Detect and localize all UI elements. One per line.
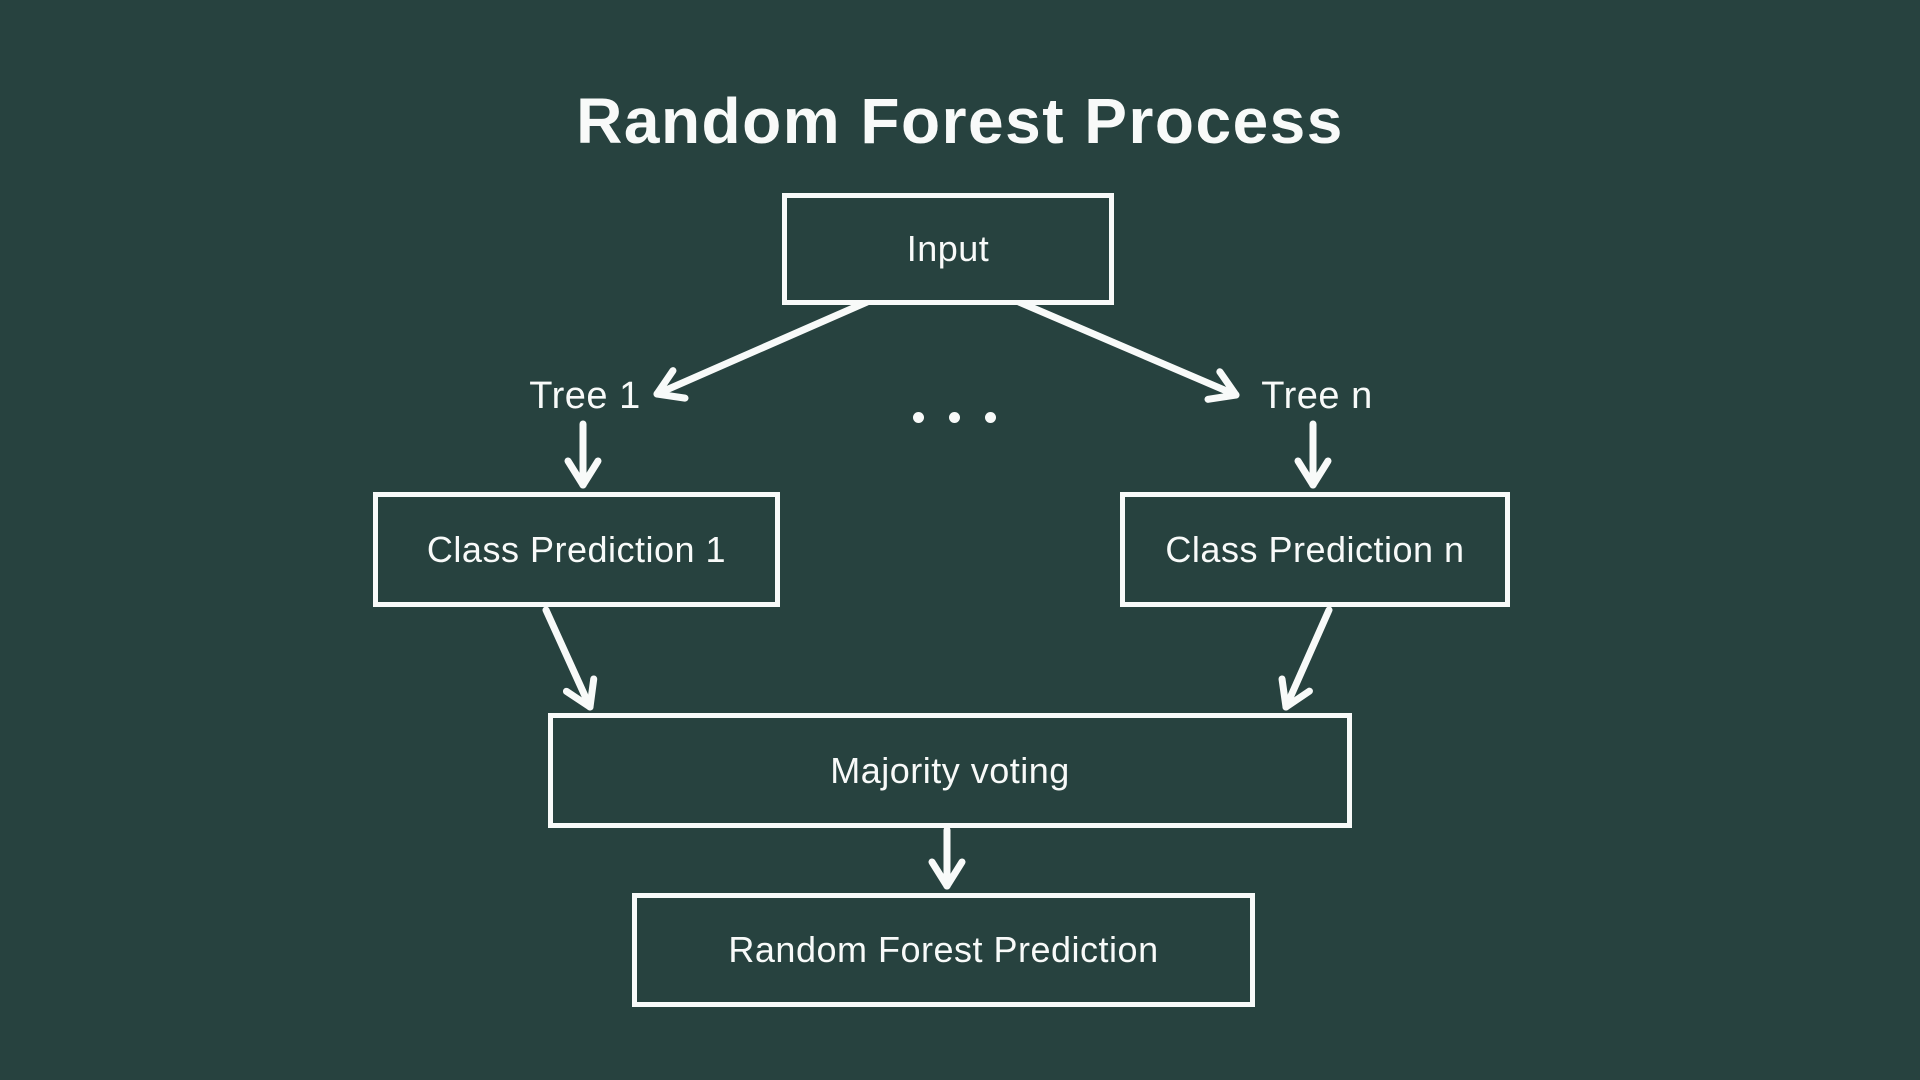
dot-icon bbox=[984, 411, 996, 423]
node-class-prediction-n-label: Class Prediction n bbox=[1165, 528, 1465, 570]
edge-label-tree-n-text: Tree n bbox=[1261, 375, 1373, 417]
node-class-prediction-1-label: Class Prediction 1 bbox=[426, 528, 727, 570]
edge-class-prediction-n-to-majority-voting-arrow bbox=[1278, 606, 1333, 711]
dot-icon bbox=[912, 411, 924, 423]
edge-label-tree-n: Tree n bbox=[1217, 374, 1417, 418]
node-input: Input bbox=[782, 193, 1114, 305]
node-majority-voting-label: Majority voting bbox=[830, 749, 1070, 791]
edge-class-prediction-1-to-majority-voting-arrow bbox=[542, 606, 598, 711]
node-random-forest-prediction-label: Random Forest Prediction bbox=[728, 929, 1159, 970]
node-class-prediction-n: Class Prediction n bbox=[1120, 492, 1510, 607]
edge-input-to-tree1-arrow bbox=[653, 298, 871, 402]
dot-icon bbox=[948, 411, 960, 423]
node-input-label: Input bbox=[906, 228, 990, 269]
edge-label-tree-1-text: Tree 1 bbox=[529, 375, 641, 417]
ellipsis-dots-icon bbox=[844, 392, 1064, 442]
edge-input-to-treen-arrow bbox=[1015, 298, 1240, 403]
node-majority-voting: Majority voting bbox=[548, 713, 1352, 828]
page-title: Random Forest Process bbox=[576, 85, 1344, 157]
edge-label-tree-1: Tree 1 bbox=[485, 374, 685, 418]
node-random-forest-prediction: Random Forest Prediction bbox=[632, 893, 1255, 1007]
node-class-prediction-1: Class Prediction 1 bbox=[373, 492, 780, 607]
